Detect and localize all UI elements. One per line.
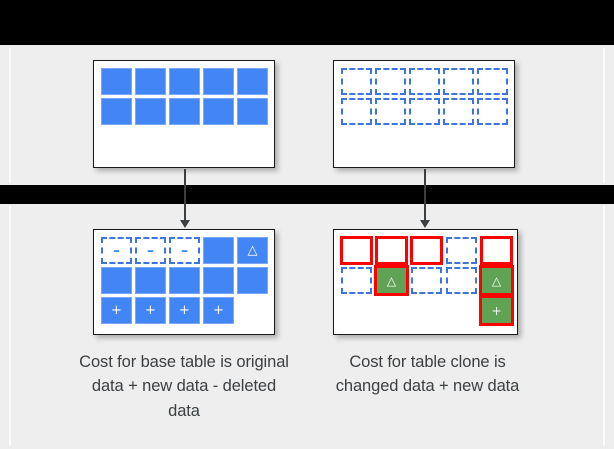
table-cell-solid-r1c2 [135,68,166,95]
table-cell-dashed-r2c3 [409,98,440,125]
cell-glyph: – [181,242,188,259]
table-cell-dashed-r2c1 [341,267,372,294]
table-cell-empty-r3c5 [237,297,268,324]
table-cell-dashed-r2c4 [443,98,474,125]
table-cell-dashed-r2c1 [341,98,372,125]
table-cell-dashed-r1c1: – [101,237,132,264]
middle-black-bar [0,185,614,204]
table-cell-dashed-r2c2 [375,98,406,125]
table-cell-empty-r3c2 [376,297,407,324]
cell-glyph: △ [491,273,502,288]
table-cell-dashed-r1c2 [375,68,406,95]
table-clone-before-box [333,60,515,168]
table-cell-solid-r1c3 [169,68,200,95]
table-cell-dashed-r1c2 [375,236,408,265]
table-cell-empty-r3c1 [341,297,372,324]
cell-glyph: – [147,242,154,259]
table-cell-dashed-r1c1 [340,236,373,265]
top-black-bar [0,0,614,45]
right-edge-rail-lower [603,206,605,446]
table-clone-arrow-line [424,169,426,224]
table-cell-solid-r1c5 [237,68,268,95]
table-cell-dashed-r1c1 [341,68,372,95]
table-cell-solid-r1c1 [101,68,132,95]
table-cell-dashed-r1c4 [443,68,474,95]
table-cell-solid-r3c2: + [135,297,166,324]
table-cell-dashed-r1c3 [410,236,443,265]
table-cell-dashed-r2c5 [477,98,508,125]
table-cell-solid-r2c5 [237,267,268,294]
table-clone-arrow-head [420,220,430,228]
table-cell-solid-r2c3 [169,267,200,294]
cell-glyph: – [113,242,120,259]
cell-glyph: + [111,303,122,318]
base-table-before-grid [101,68,268,125]
left-edge-rail-upper [9,48,11,183]
table-clone-caption: Cost for table clone is changed data + n… [335,353,520,396]
cell-glyph: △ [386,273,397,288]
table-cell-solid-r3c1: + [101,297,132,324]
cell-glyph: + [213,303,224,318]
cell-glyph: + [145,303,156,318]
table-cell-dashed-r2c4 [446,267,477,294]
table-cell-solid-r3c3: + [169,297,200,324]
table-cell-solid-r2c3 [169,98,200,125]
left-edge-rail-lower [9,206,11,446]
base-table-arrow-line [184,169,186,224]
table-cell-dashed-r1c3 [409,68,440,95]
base-table-after-grid: – – – △ + + + + [101,237,268,324]
table-cell-solid-r1c5: △ [237,237,268,264]
base-table-arrow-head [180,220,190,228]
table-cell-solid-r2c2 [135,267,166,294]
base-table-before-box [93,60,275,168]
base-table-after-box: – – – △ + + + + [93,229,275,335]
table-cell-empty-r3c4 [446,297,477,324]
table-cell-dashed-r1c5 [477,68,508,95]
table-cell-solid-r1c4 [203,68,234,95]
table-cell-dashed-r1c5 [480,236,513,265]
table-cell-solid-r1c4 [203,237,234,264]
cell-glyph: △ [247,243,258,258]
table-cell-green-r2c2: △ [374,265,409,296]
table-cell-dashed-r1c2: – [135,237,166,264]
table-clone-after-grid: △ △ + [340,236,514,326]
table-clone-after-box: △ △ + [333,229,518,335]
table-cell-solid-r2c1 [101,98,132,125]
table-cell-empty-r3c3 [411,297,442,324]
table-cell-dashed-r1c3: – [169,237,200,264]
cell-glyph: + [491,303,502,318]
table-cell-solid-r2c2 [135,98,166,125]
cell-glyph: + [179,303,190,318]
table-cell-solid-r2c1 [101,267,132,294]
table-cell-solid-r3c4: + [203,297,234,324]
table-cell-solid-r2c4 [203,267,234,294]
table-cell-dashed-r2c3 [411,267,442,294]
right-edge-rail-upper [603,48,605,183]
table-cell-solid-r2c5 [237,98,268,125]
table-cell-solid-r2c4 [203,98,234,125]
table-clone-before-grid [341,68,508,125]
base-table-caption: Cost for base table is original data + n… [79,353,289,420]
table-cell-green-r2c5: △ [479,265,514,296]
table-cell-dashed-r1c4 [446,237,477,264]
table-cell-green-r3c5: + [479,295,514,326]
